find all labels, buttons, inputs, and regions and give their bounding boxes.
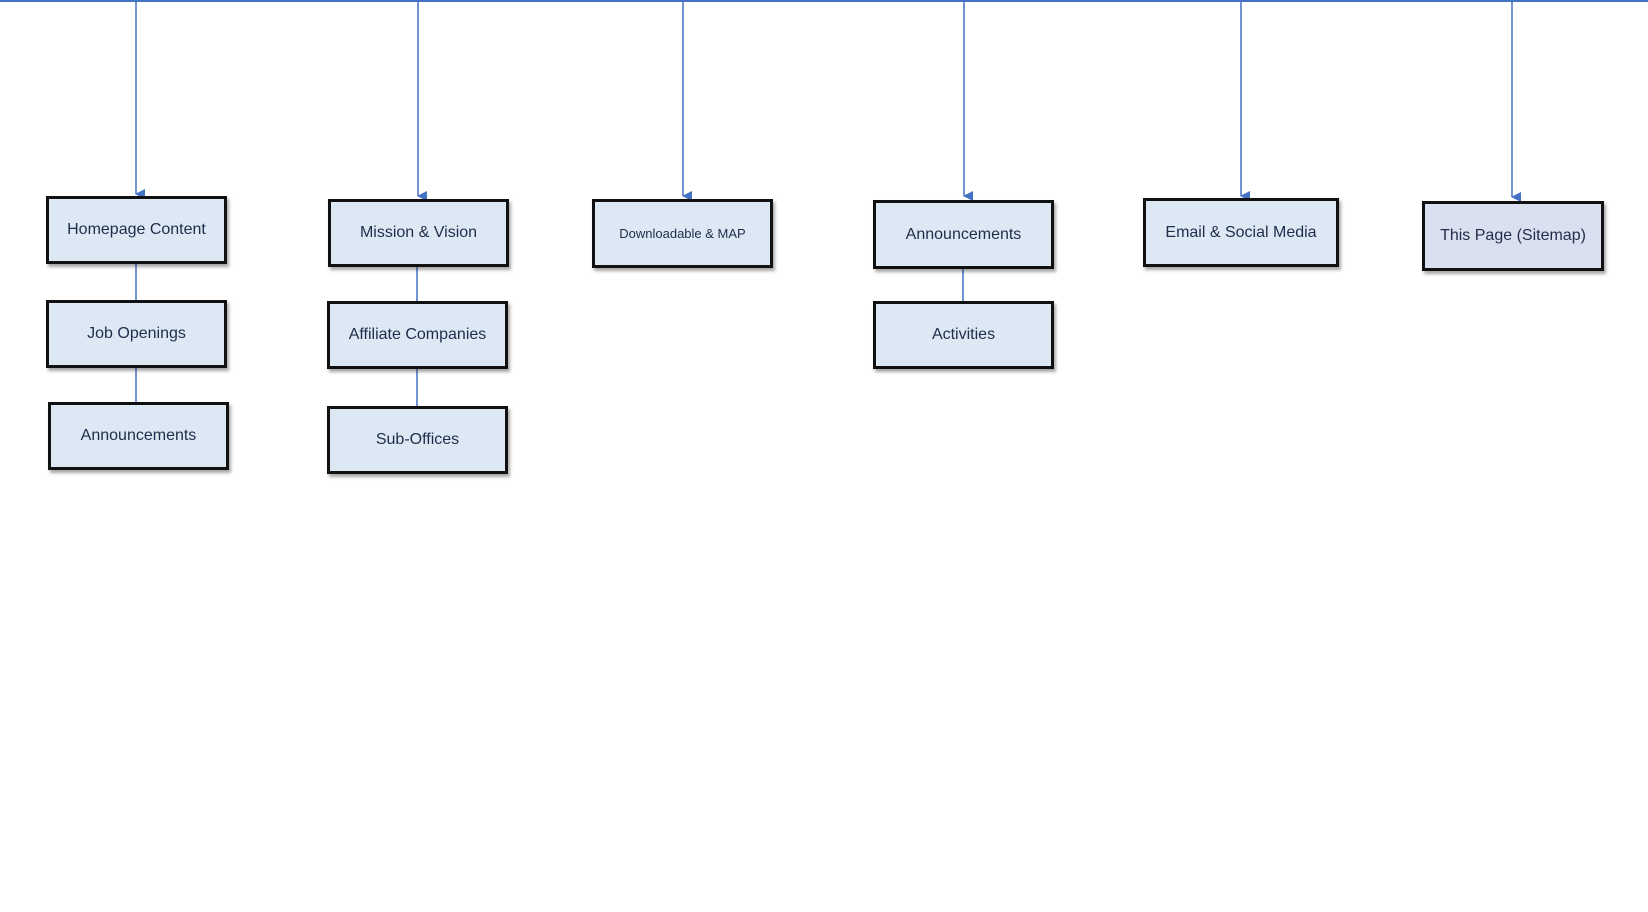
node-label: Sub-Offices [375,431,460,448]
node-label: Announcements [80,427,197,444]
node-label: This Page (Sitemap) [1440,227,1586,244]
node-homepage-content: Homepage Content [46,196,227,264]
node-job-openings: Job Openings [46,300,227,368]
node-this-page-sitemap: This Page (Sitemap) [1422,201,1604,271]
node-label: Announcements [905,225,1022,243]
node-email-social-media: Email & Social Media [1143,198,1339,267]
node-label: Downloadable & MAP [619,226,746,241]
node-sub-offices: Sub-Offices [327,406,508,474]
node-label: Email & Social Media [1165,223,1317,241]
node-affiliate-companies: Affiliate Companies [327,301,508,369]
node-label: Homepage Content [67,221,206,238]
node-label: Affiliate Companies [348,326,487,343]
node-downloadable-map: Downloadable & MAP [592,199,773,268]
node-activities: Activities [873,301,1054,369]
node-announcements-col4: Announcements [873,200,1054,269]
node-announcements-col1: Announcements [48,402,229,470]
node-mission-vision: Mission & Vision [328,199,509,267]
node-label: Activities [931,326,996,343]
node-label: Job Openings [87,325,186,342]
node-label: Mission & Vision [359,224,478,241]
